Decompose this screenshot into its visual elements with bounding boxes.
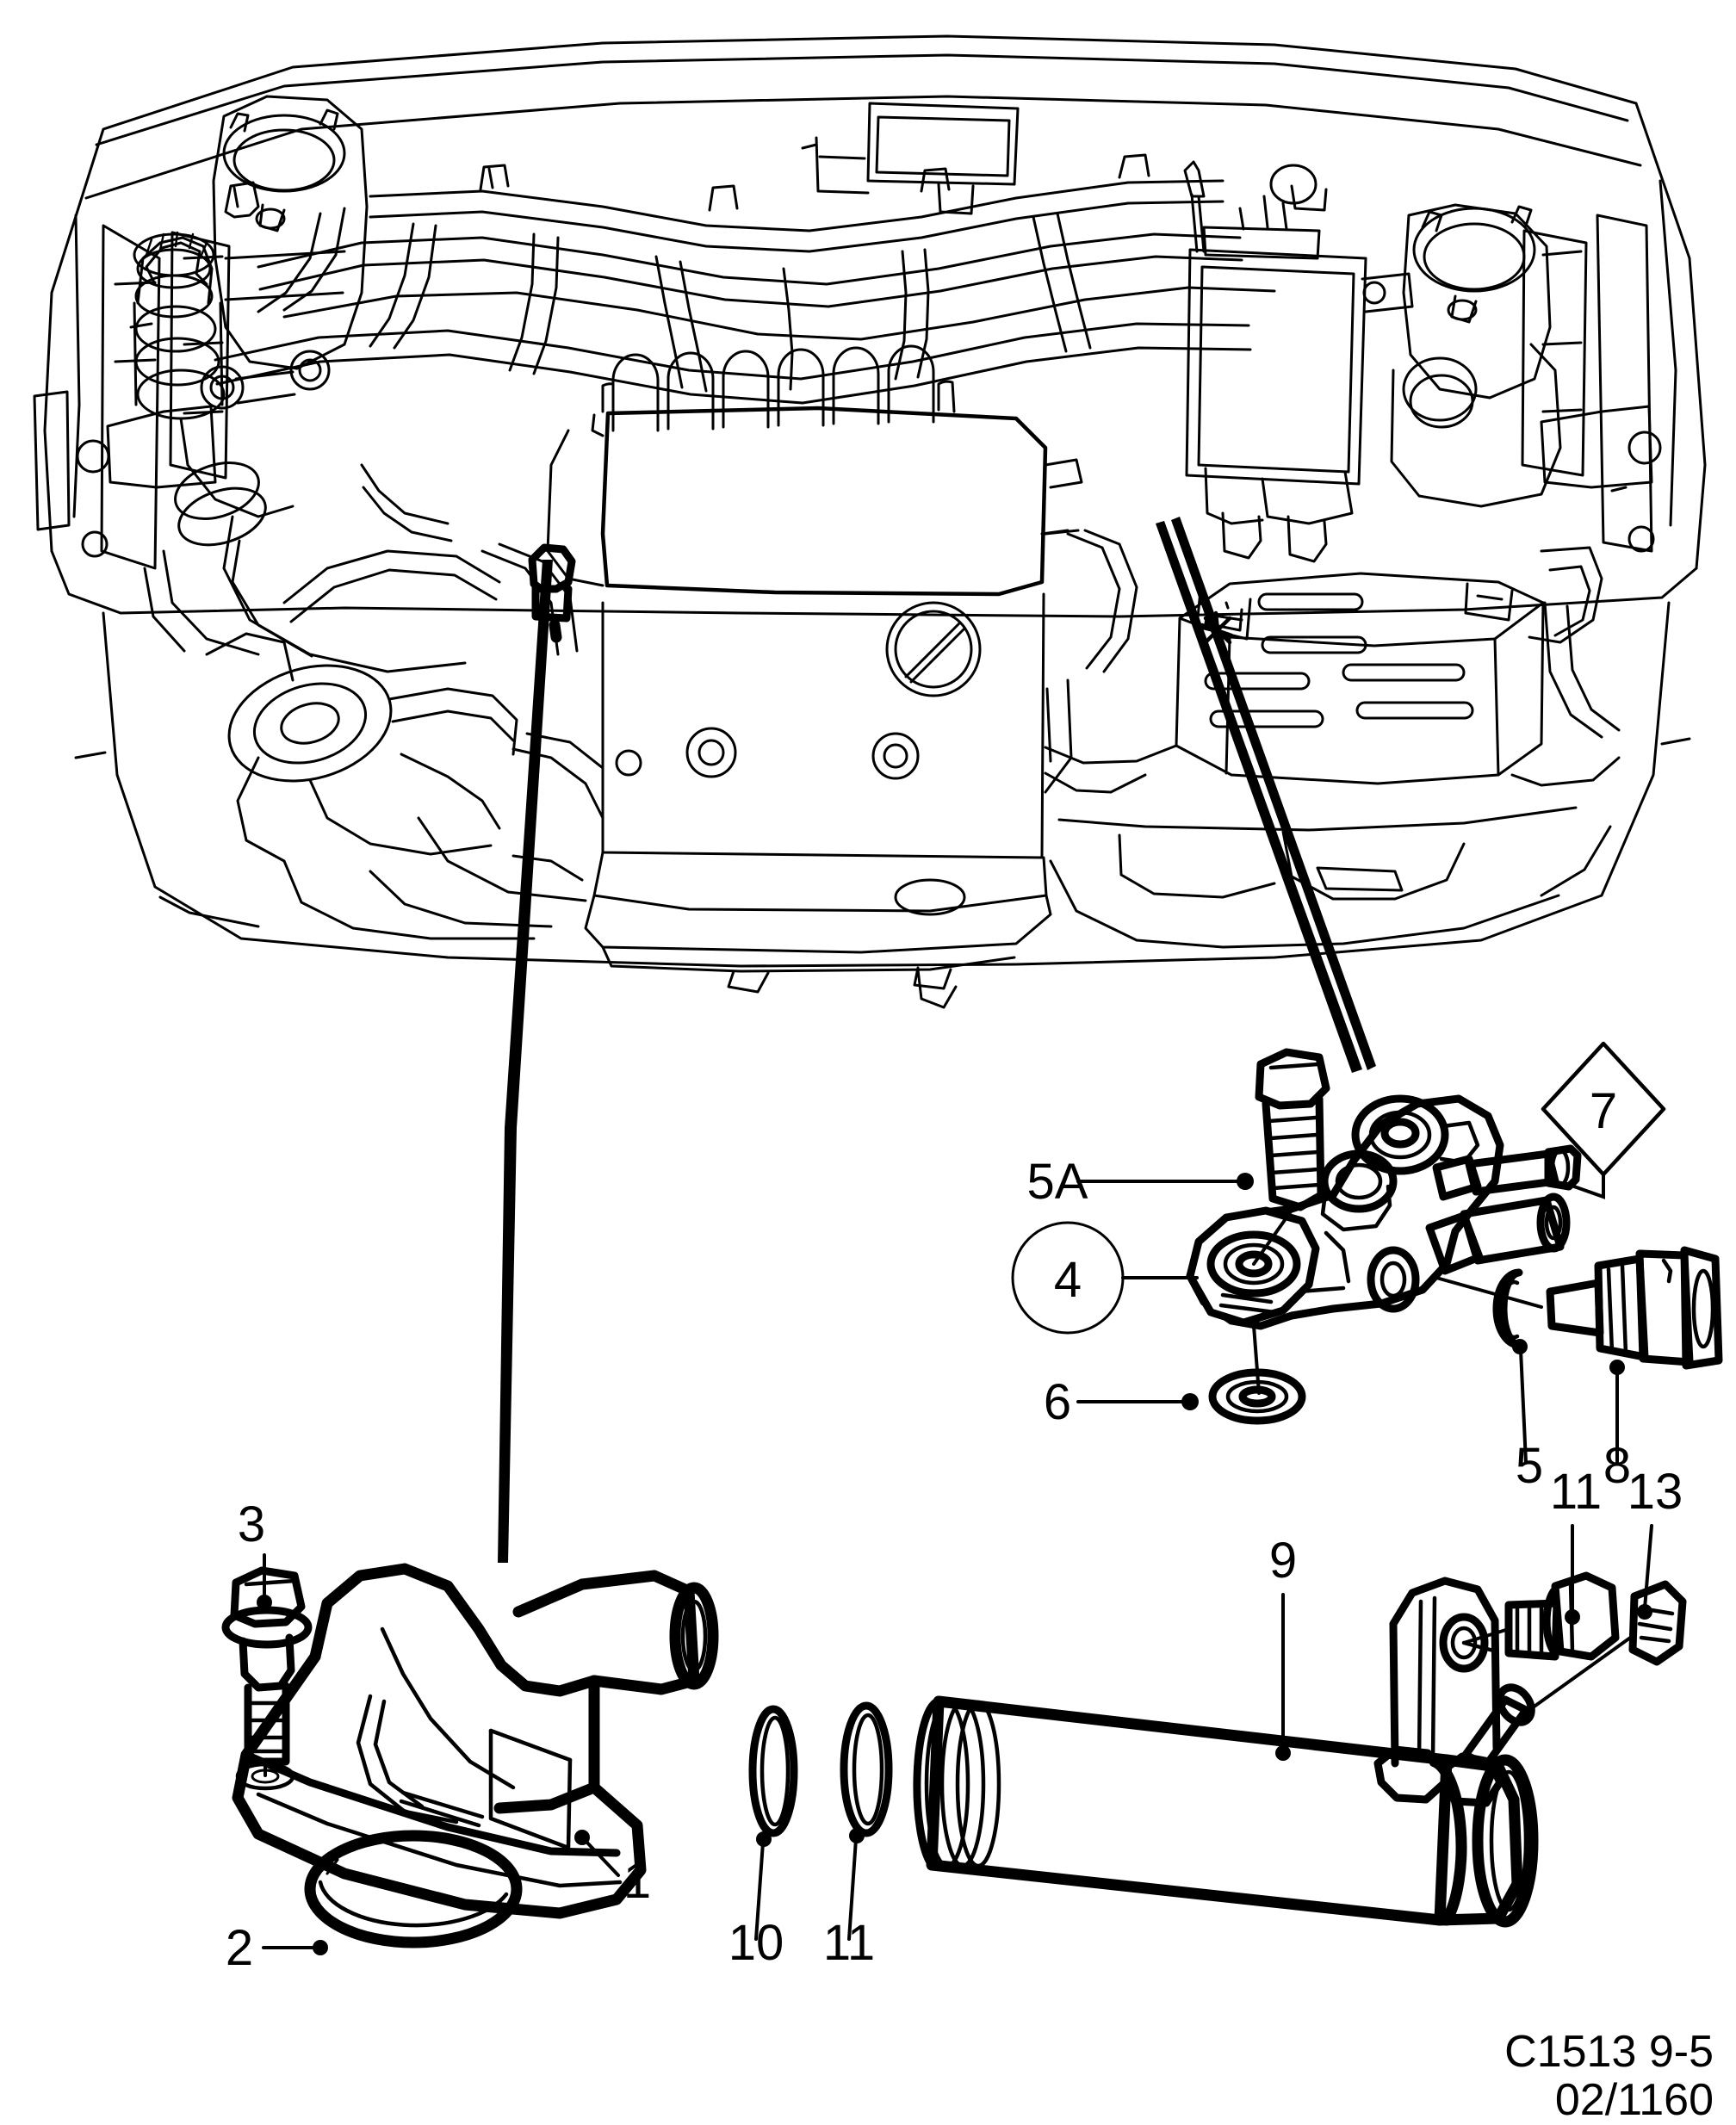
hose-harness: [214, 179, 1276, 405]
callout-9[interactable]: 9: [1269, 1533, 1297, 1761]
callout-9-label: 9: [1269, 1533, 1297, 1589]
coolant-temperature-sensor: [1435, 1246, 1723, 1370]
callout-1[interactable]: 1: [574, 1830, 651, 1909]
sensor-sealing-washer: [1492, 1268, 1523, 1349]
retaining-clip: [1528, 1580, 1687, 1712]
callout-13[interactable]: 13: [1628, 1464, 1683, 1620]
outlet-elbow-bolt: [1252, 1048, 1330, 1266]
callout-10-label: 11: [1550, 1464, 1602, 1520]
leader-lines-from-engine-bay: [498, 517, 1376, 1563]
callout-8[interactable]: 7: [1590, 1083, 1617, 1139]
callout-2-label: 2: [226, 1920, 253, 1976]
callout-11-b[interactable]: 11: [823, 1828, 875, 1971]
callout-11-a[interactable]: 10: [728, 1831, 784, 1971]
housing-gasket-seal: [304, 1830, 523, 1948]
callout-7[interactable]: 6: [1044, 1374, 1199, 1430]
callout-3-label: 3: [238, 1496, 265, 1552]
intake-manifold-runners: [591, 344, 956, 437]
callout-7-label: 6: [1044, 1374, 1071, 1430]
pipe-o-ring-b: [840, 1701, 893, 1837]
callout-10[interactable]: 11: [1550, 1464, 1602, 1625]
callout-6[interactable]: 5A: [1027, 1154, 1254, 1210]
leader-outlet-2: [1171, 517, 1376, 1070]
caption-line-1: C1513 9-5: [1504, 2027, 1714, 2077]
coolant-outlet-elbow-assembly: [1186, 1094, 1582, 1330]
pipe-o-ring-a: [748, 1705, 798, 1837]
drawing-caption: C1513 9-5 02/1160: [1504, 2027, 1714, 2125]
outlet-elbow-seal-washer: [1208, 1324, 1306, 1425]
callout-4-label: 4: [1054, 1252, 1082, 1308]
callout-8-label: 7: [1590, 1083, 1617, 1139]
hose-connector-callout: [1541, 1041, 1666, 1199]
callout-5a[interactable]: 5: [1512, 1339, 1543, 1494]
callout-5a-label: 5: [1516, 1438, 1543, 1494]
callout-1-label: 1: [623, 1853, 651, 1909]
callout-3[interactable]: 3: [238, 1496, 272, 1610]
engine-bay-illustration: [33, 34, 1707, 1009]
callout-2[interactable]: 2: [226, 1920, 328, 1976]
callout-layer: 3 2 1 10 11 5A: [226, 1083, 1683, 1976]
thermostat-housing: [232, 1563, 719, 1919]
caption-line-2: 02/1160: [1555, 2075, 1714, 2125]
leader-thermostat: [498, 560, 553, 1563]
callout-5[interactable]: 8: [1603, 1360, 1631, 1494]
pipe-bracket-bolt: [1462, 1571, 1620, 1661]
callout-13-label: 13: [1628, 1464, 1683, 1520]
callout-4[interactable]: 4: [1011, 1221, 1199, 1335]
coolant-transfer-pipe: [913, 1577, 1539, 1928]
leader-outlet-1: [1156, 521, 1362, 1073]
